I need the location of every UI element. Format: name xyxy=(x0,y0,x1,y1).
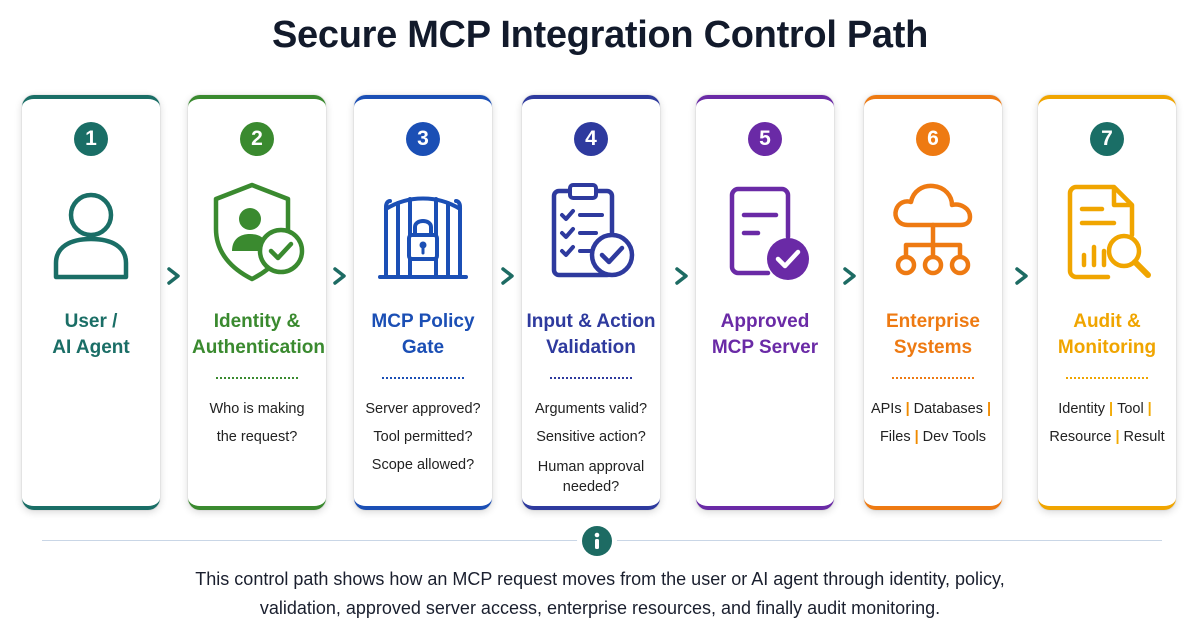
question-item: Arguments valid? xyxy=(534,401,648,417)
cloud-network-icon xyxy=(878,177,988,287)
step-title: MCP Policy Gate xyxy=(371,311,475,358)
flow-arrow-icon xyxy=(842,266,858,286)
page-title: Secure MCP Integration Control Path xyxy=(272,14,928,56)
dotted-divider xyxy=(382,377,464,379)
server-check-icon xyxy=(710,177,820,287)
checklist-clipboard-icon xyxy=(536,177,646,287)
step-number-badge: 3 xyxy=(406,122,440,156)
step-number-badge: 5 xyxy=(748,122,782,156)
shield-user-check-icon xyxy=(202,177,312,287)
user-icon xyxy=(36,177,146,287)
step-title: Enterprise Systems xyxy=(886,311,980,358)
locked-gate-icon xyxy=(368,177,478,287)
dotted-divider xyxy=(1066,377,1148,379)
step-questions: Arguments valid? Sensitive action? Human… xyxy=(524,395,658,497)
step-card-policy-gate: 3 MCP Policy Gate Server approved? Tool … xyxy=(354,95,492,510)
step-title: Audit & Monitoring xyxy=(1057,311,1157,358)
question-item: Who is making xyxy=(209,401,305,417)
step-title: User / AI Agent xyxy=(52,311,130,358)
step-card-enterprise: 6 Enterprise Systems APIs|Databases| Fil… xyxy=(864,95,1002,510)
step-title: Identity & Authentication xyxy=(192,311,325,358)
question-item: the request? xyxy=(216,429,298,445)
step-title: Input & Action Validation xyxy=(526,311,656,358)
dotted-divider xyxy=(550,377,632,379)
tag-row: Resource|Result xyxy=(1049,429,1165,445)
step-tags: APIs|Databases| Files|Dev Tools xyxy=(866,395,1000,451)
question-item: needed? xyxy=(562,479,620,495)
flow-arrow-icon xyxy=(674,266,690,286)
question-item: Sensitive action? xyxy=(536,429,646,445)
info-icon xyxy=(582,526,612,556)
step-number-badge: 7 xyxy=(1090,122,1124,156)
question-item: Server approved? xyxy=(365,401,481,417)
step-card-validation: 4 Input & Action Validation Arguments va… xyxy=(522,95,660,510)
step-card-audit: 7 Audit & Monitoring Identity|Tool| Reso… xyxy=(1038,95,1176,510)
step-card-mcp-server: 5 Approved MCP Server xyxy=(696,95,834,510)
tag-row: Identity|Tool| xyxy=(1058,401,1152,417)
step-number-badge: 4 xyxy=(574,122,608,156)
report-magnifier-icon xyxy=(1052,177,1162,287)
question-item: Human approval xyxy=(537,459,645,475)
question-item: Tool permitted? xyxy=(373,429,473,445)
step-tags: Identity|Tool| Resource|Result xyxy=(1040,395,1174,451)
flow-arrow-icon xyxy=(500,266,516,286)
flow-arrow-icon xyxy=(166,266,182,286)
step-title: Approved MCP Server xyxy=(711,311,819,358)
tag-row: Files|Dev Tools xyxy=(879,429,987,445)
footer-description: This control path shows how an MCP reque… xyxy=(195,569,1005,618)
step-card-identity: 2 Identity & Authentication Who is makin… xyxy=(188,95,326,510)
dotted-divider xyxy=(216,377,298,379)
flow-arrow-icon xyxy=(1014,266,1030,286)
step-card-user: 1 User / AI Agent xyxy=(22,95,160,510)
dotted-divider xyxy=(892,377,974,379)
step-number-badge: 6 xyxy=(916,122,950,156)
step-number-badge: 2 xyxy=(240,122,274,156)
flow-arrow-icon xyxy=(332,266,348,286)
step-number-badge: 1 xyxy=(74,122,108,156)
tag-row: APIs|Databases| xyxy=(870,401,992,417)
step-questions: Server approved? Tool permitted? Scope a… xyxy=(356,395,490,479)
question-item: Scope allowed? xyxy=(371,457,475,473)
step-questions: Who is making the request? xyxy=(190,395,324,451)
